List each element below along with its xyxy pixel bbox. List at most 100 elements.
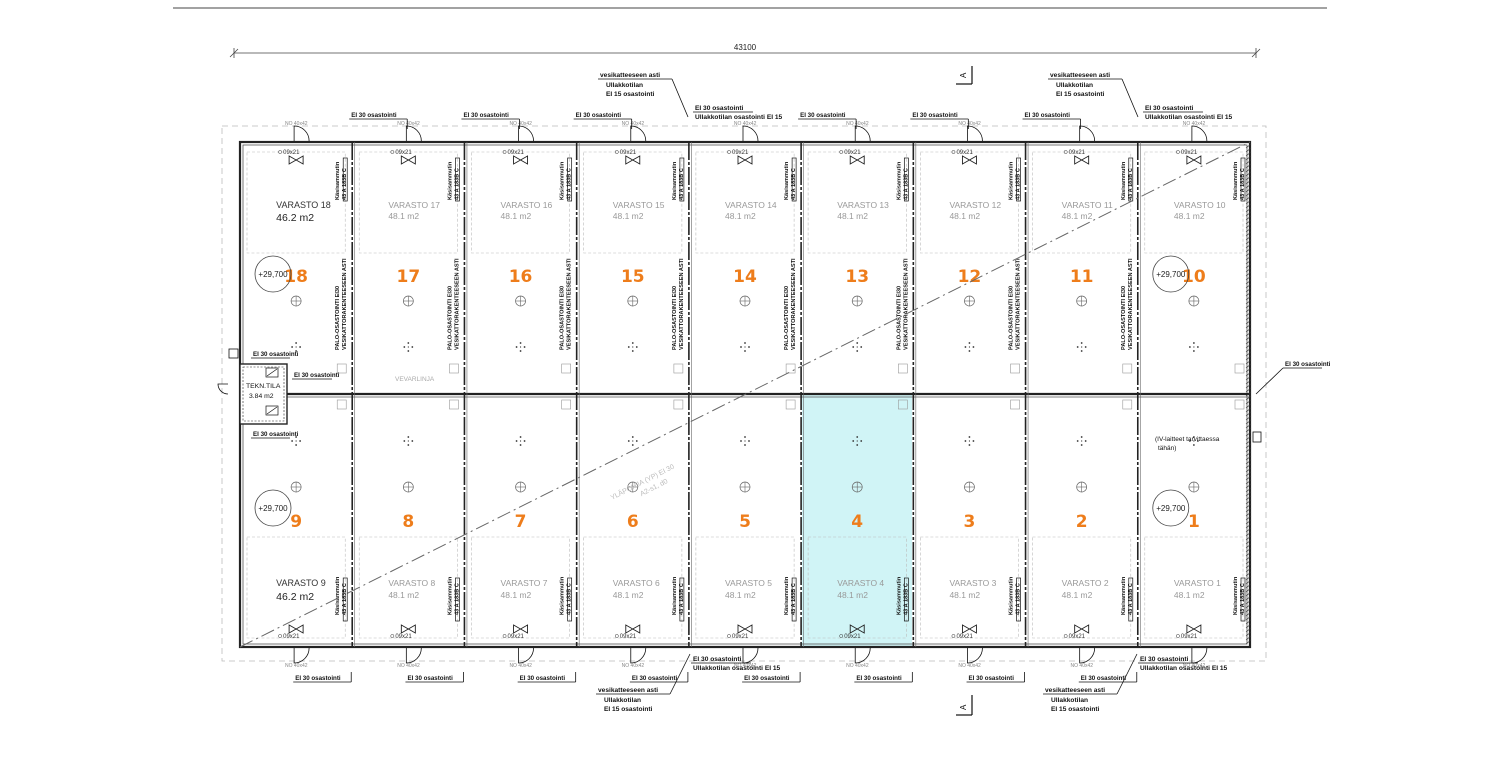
- door-icon[interactable]: [742, 647, 759, 664]
- fire-tag: EI 30 osastointi: [517, 672, 577, 683]
- window-label: NO 40x42: [846, 121, 869, 127]
- svg-text:43 A 183B C: 43 A 183B C: [679, 168, 685, 200]
- svg-text:EI 30 osastointi: EI 30 osastointi: [520, 675, 566, 682]
- room-9-number: 9: [290, 512, 302, 532]
- valve-icon: [737, 624, 753, 634]
- door-icon[interactable]: [854, 125, 871, 142]
- extinguisher-icon: [903, 157, 909, 202]
- door-icon[interactable]: [1079, 647, 1096, 664]
- svg-text:Käsisammutin: Käsisammutin: [672, 161, 678, 200]
- svg-text:43 A 183B C: 43 A 183B C: [1240, 168, 1246, 200]
- room-9-area: 46.2 m2: [276, 591, 314, 603]
- valve-icon: [400, 155, 416, 165]
- door-icon[interactable]: [405, 125, 422, 142]
- extinguisher-icon: [567, 157, 573, 202]
- door-icon[interactable]: [967, 125, 983, 142]
- door-icon[interactable]: [967, 647, 983, 664]
- room-5-number: 5: [739, 512, 751, 532]
- room-16-number: 16: [509, 267, 533, 287]
- window-label: NO 40x42: [622, 663, 645, 669]
- right-wall-vent: [1252, 431, 1262, 443]
- section-label-bottom: A: [959, 704, 968, 710]
- door-label: 09x21: [1069, 150, 1086, 156]
- svg-text:Käsisammutin: Käsisammutin: [1121, 576, 1127, 615]
- extinguisher-icon: [455, 157, 460, 202]
- door-label: 09x21: [508, 150, 525, 156]
- tech-room[interactable]: TEKN.TILA 3.84 m2 EI 30 osastointi EI 30…: [217, 348, 340, 439]
- valve-icon: [849, 624, 865, 634]
- tech-room-area: 3.84 m2: [249, 393, 274, 400]
- svg-text:PALO-OSASTOINTI EI30: PALO-OSASTOINTI EI30: [1121, 286, 1127, 350]
- room-7-area: 48.1 m2: [501, 590, 532, 600]
- svg-text:PALO-OSASTOINTI EI30: PALO-OSASTOINTI EI30: [335, 286, 341, 350]
- valve-icon: [513, 155, 529, 165]
- svg-text:VESIKATTORAKENTEESEEN ASTI: VESIKATTORAKENTEESEEN ASTI: [791, 258, 797, 350]
- svg-text:VESIKATTORAKENTEESEEN ASTI: VESIKATTORAKENTEESEEN ASTI: [903, 258, 909, 350]
- door-icon[interactable]: [518, 125, 534, 142]
- fire-tag: EI 30 osastointi: [461, 112, 520, 129]
- svg-text:43 A 183B C: 43 A 183B C: [1016, 583, 1022, 615]
- valve-icon: [961, 624, 977, 634]
- svg-text:EI 30 osastointi: EI 30 osastointi: [693, 656, 742, 663]
- door-icon[interactable]: [405, 647, 422, 664]
- door-icon[interactable]: [630, 125, 647, 142]
- door-icon[interactable]: [630, 647, 647, 664]
- overall-dimension: 43100: [229, 43, 1261, 58]
- svg-text:43 A 183B C: 43 A 183B C: [454, 168, 460, 200]
- door-icon[interactable]: [854, 647, 871, 664]
- window-label: NO 40x42: [397, 121, 420, 127]
- valve-icon: [625, 155, 641, 165]
- door-icon[interactable]: [1191, 125, 1208, 142]
- door-icon[interactable]: [293, 125, 310, 142]
- section-marker-bottom: A: [956, 695, 973, 716]
- door-label: 09x21: [956, 634, 973, 640]
- dimension-text: 43100: [734, 43, 757, 52]
- door-icon[interactable]: [742, 125, 759, 142]
- window-label: NO 40x42: [397, 663, 420, 669]
- sprinkler-icon: [627, 342, 638, 352]
- room-6-storage-label: VARASTO 6: [613, 578, 660, 588]
- door-icon[interactable]: [293, 647, 310, 664]
- sprinkler-icon: [1188, 342, 1199, 352]
- tech-room-door[interactable]: [217, 383, 229, 395]
- valve-icon: [288, 624, 304, 634]
- elevation-marker: [1152, 489, 1190, 527]
- room-13-storage-label: VARASTO 13: [837, 200, 889, 210]
- door-label: 09x21: [1181, 150, 1198, 156]
- door-icon[interactable]: [518, 647, 534, 664]
- diagonal-axis: [239, 141, 1251, 648]
- svg-text:EI 30 osastointi: EI 30 osastointi: [969, 675, 1015, 682]
- svg-text:Käsisammutin: Käsisammutin: [672, 576, 678, 615]
- partition-walls: [351, 142, 1141, 647]
- window-label: NO 40x42: [285, 663, 308, 669]
- window-label: NO 40x42: [958, 663, 981, 669]
- door-icon[interactable]: [1079, 125, 1096, 142]
- door-label: 09x21: [1181, 634, 1198, 640]
